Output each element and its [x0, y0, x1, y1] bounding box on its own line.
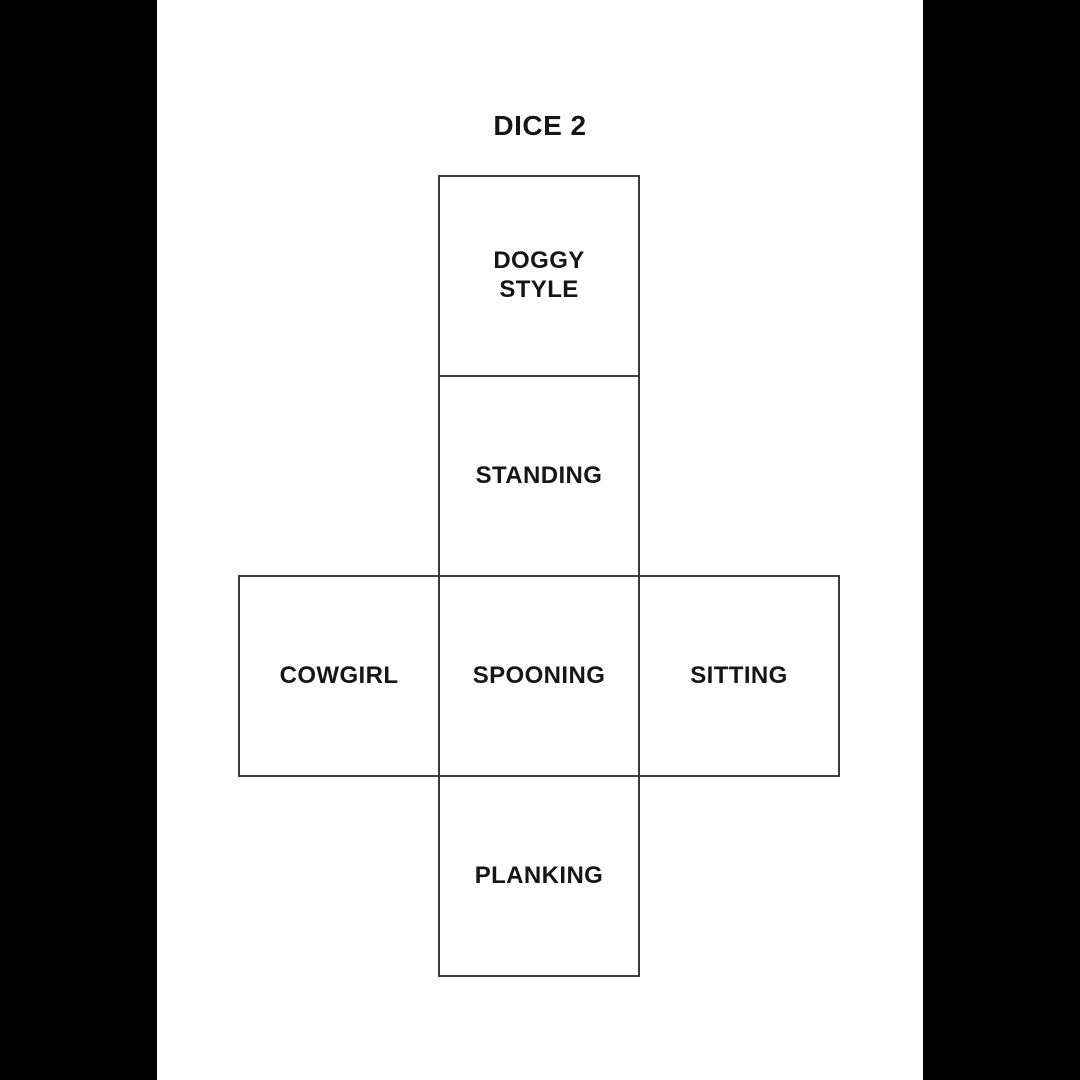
net-cell-standing: STANDING [438, 375, 640, 577]
page: DICE 2 DOGGY STYLE STANDING COWGIRL SPOO… [157, 0, 923, 1080]
net-cell-sitting: SITTING [638, 575, 840, 777]
net-cell-planking: PLANKING [438, 775, 640, 977]
net-cell-label: SPOONING [472, 661, 606, 689]
net-cell-label: SITTING [690, 661, 788, 689]
net-cell-doggy-style: DOGGY STYLE [438, 175, 640, 377]
net-cell-cowgirl: COWGIRL [238, 575, 440, 777]
net-cell-label: STANDING [475, 461, 603, 489]
dice-net: DOGGY STYLE STANDING COWGIRL SPOONING SI… [157, 0, 923, 1080]
net-cell-label: DOGGY STYLE [493, 247, 585, 303]
net-cell-spooning: SPOONING [438, 575, 640, 777]
net-cell-label: COWGIRL [279, 661, 399, 689]
net-cell-label: PLANKING [474, 861, 604, 889]
page-title: DICE 2 [493, 110, 587, 141]
